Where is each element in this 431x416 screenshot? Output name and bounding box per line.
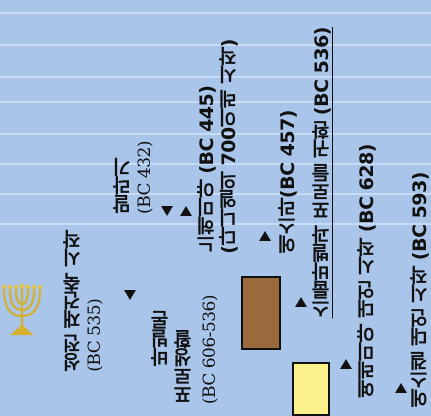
ezekiel-title: 에스겔 대언 시작 (BC 593) (409, 172, 431, 408)
temple-rebuild-label: 성전 재건축 시작 (BC 535) (62, 230, 106, 372)
background-stripe (0, 76, 431, 78)
temple-rebuild-title: 성전 재건축 시작 (62, 230, 84, 372)
nehemiah-title: 느헤미야 (BC 445) (196, 85, 218, 254)
ezra-label: 에스라(BC 457) (277, 110, 299, 254)
background-stripe (0, 133, 431, 135)
ezra-marker (259, 231, 271, 241)
babylon-date: (BC 606-536) (200, 294, 220, 404)
background-stripe (0, 12, 431, 14)
temple-rebuild-date: (BC 535) (85, 299, 105, 372)
background-stripe (0, 193, 431, 195)
daniel-700-note: (다니엘의 700이레 시작) (218, 39, 240, 254)
babylon-captivity-label-2: 포로생활 (173, 330, 195, 404)
malachi-label: 말라기 (BC 432) (112, 141, 156, 214)
menorah-icon (1, 283, 43, 336)
jeremiah-title: 예레미야 대언 시작 (BC 628) (356, 143, 378, 398)
malachi-title: 말라기 (112, 158, 134, 215)
jeremiah-marker (340, 359, 352, 369)
background-stripe (0, 44, 431, 46)
nehemiah-label: 느헤미야 (BC 445) (다니엘의 700이레 시작) (196, 39, 240, 254)
babylon-captivity-box (241, 276, 281, 350)
ezra-title: 에스라(BC 457) (277, 110, 299, 254)
return-captives-marker (295, 297, 307, 307)
nehemiah-marker (180, 206, 192, 216)
malachi-marker (161, 206, 173, 216)
babylon-title-2: 포로생활 (173, 330, 195, 404)
ezekiel-label: 에스겔 대언 시작 (BC 593) (409, 172, 431, 408)
babylon-captivity-date-label: (BC 606-536) (199, 295, 221, 404)
babylon-captivity-label: 바빌론 (150, 311, 172, 367)
babylon-title-1: 바빌론 (150, 310, 172, 367)
background-stripe (0, 223, 431, 225)
return-captives-title: 스룹바벨과 포로들 귀환 (BC 536) (311, 26, 333, 318)
jeremiah-label: 예레미야 대언 시작 (BC 628) (356, 144, 378, 398)
temple-rebuild-marker (124, 290, 136, 300)
malachi-date: (BC 432) (135, 141, 155, 214)
background-stripe (0, 163, 431, 165)
background-stripe (0, 101, 431, 103)
jeremiah-period-box (292, 362, 330, 416)
return-captives-label: 스룹바벨과 포로들 귀환 (BC 536) (311, 27, 333, 318)
ezekiel-marker (395, 383, 407, 393)
